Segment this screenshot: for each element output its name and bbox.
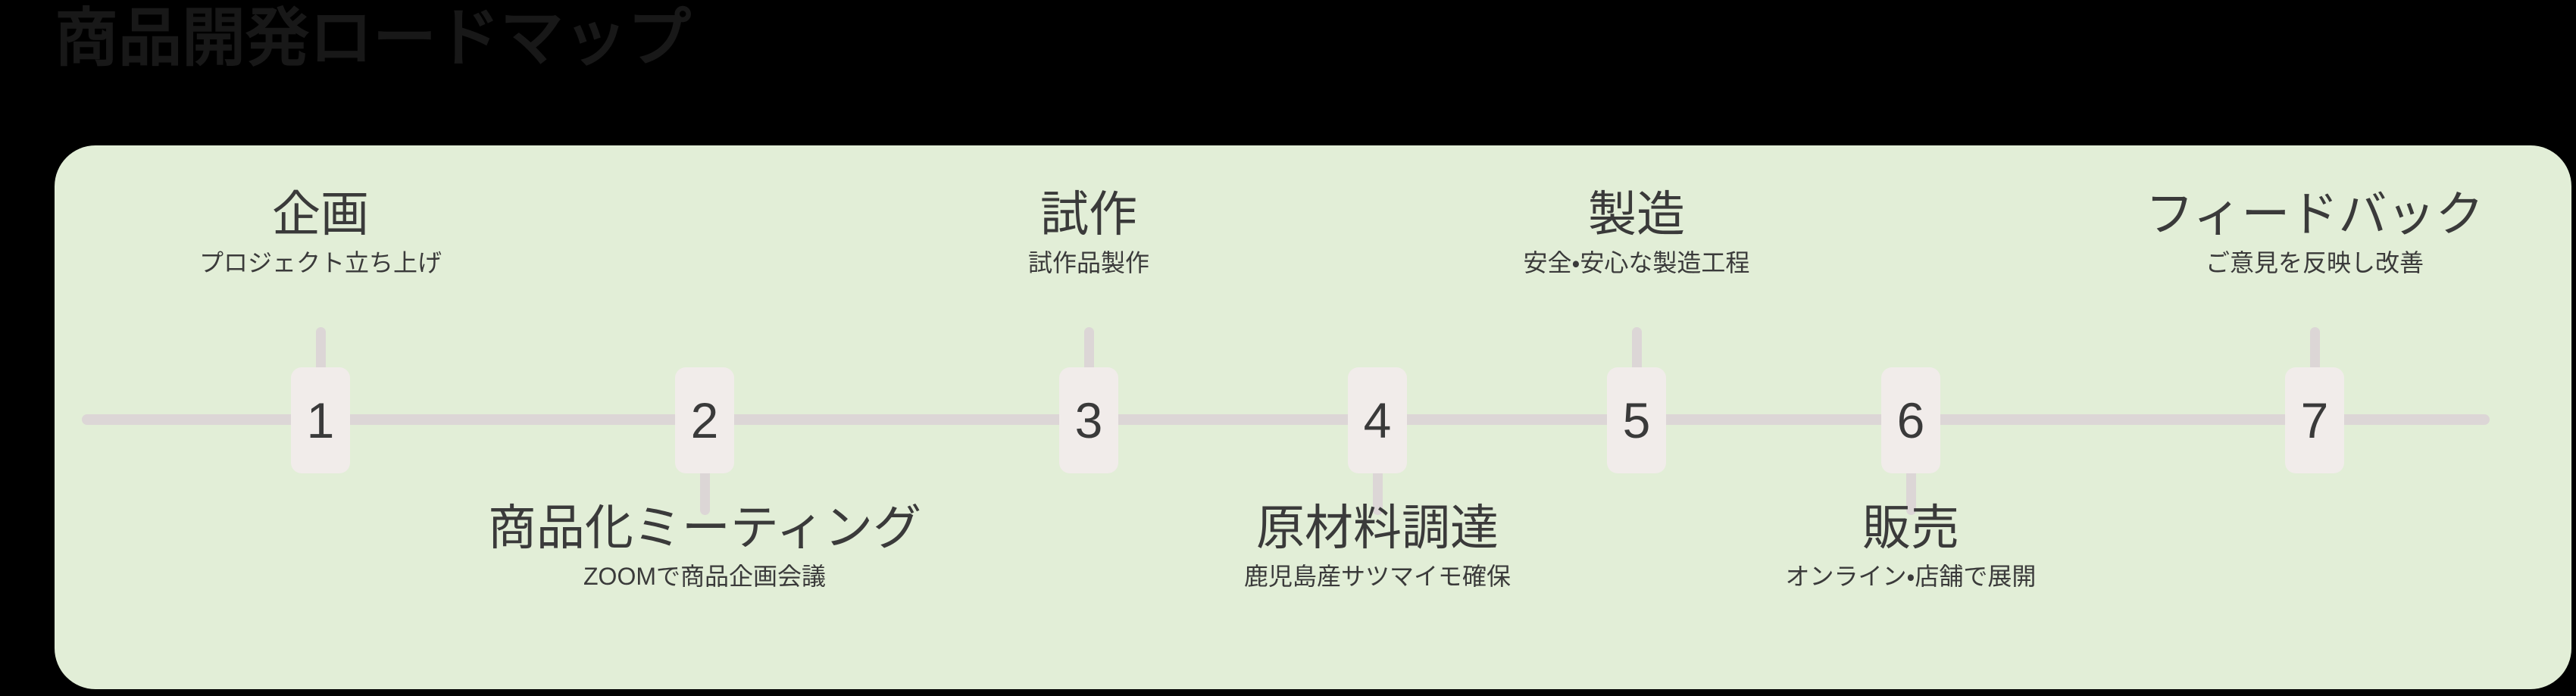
step-title-6: 販売 bbox=[1862, 501, 1959, 555]
step-marker-3[interactable]: 3 bbox=[1059, 367, 1118, 473]
step-title-2: 商品化ミーティング bbox=[487, 501, 922, 555]
step-marker-1[interactable]: 1 bbox=[291, 367, 350, 473]
step-text-7: フィードバックご意見を反映し改善 bbox=[1784, 187, 2576, 277]
step-connector-6 bbox=[1906, 460, 1916, 515]
step-text-5: 製造安全・安心な製造工程 bbox=[1106, 187, 2167, 277]
step-subtitle-6: オンライン・店舗で展開 bbox=[1785, 562, 2037, 590]
step-subtitle-2: ZOOMで商品企画会議 bbox=[583, 562, 826, 590]
step-number-label: 3 bbox=[1074, 392, 1103, 448]
step-title-1: 企画 bbox=[272, 187, 369, 242]
step-number-label: 2 bbox=[690, 392, 719, 448]
step-connector-2 bbox=[700, 460, 710, 515]
step-text-6: 販売オンライン・店舗で展開 bbox=[1380, 501, 2441, 591]
step-number-label: 7 bbox=[2300, 392, 2329, 448]
step-text-3: 試作試作品製作 bbox=[558, 187, 1619, 277]
step-subtitle-4: 鹿児島産サツマイモ確保 bbox=[1243, 562, 1511, 590]
step-marker-7[interactable]: 7 bbox=[2285, 367, 2344, 473]
step-marker-6[interactable]: 6 bbox=[1881, 367, 1940, 473]
step-title-3: 試作 bbox=[1040, 187, 1137, 242]
step-subtitle-7: ご意見を反映し改善 bbox=[2205, 248, 2424, 276]
step-subtitle-3: 試作品製作 bbox=[1027, 248, 1149, 276]
step-number-label: 5 bbox=[1622, 392, 1651, 448]
step-connector-4 bbox=[1373, 460, 1383, 515]
step-subtitle-5: 安全・安心な製造工程 bbox=[1523, 248, 1750, 276]
timeline-rail bbox=[82, 414, 2490, 425]
step-text-1: 企画プロジェクト立ち上げ bbox=[0, 187, 851, 277]
step-marker-2[interactable]: 2 bbox=[675, 367, 734, 473]
step-subtitle-1: プロジェクト立ち上げ bbox=[199, 248, 442, 276]
step-marker-5[interactable]: 5 bbox=[1607, 367, 1666, 473]
step-text-2: 商品化ミーティング ZOOMで商品企画会議 bbox=[174, 501, 1235, 591]
step-title-7: フィードバック bbox=[2145, 187, 2484, 242]
page-title: 商品開発ロードマップ bbox=[55, 2, 692, 73]
step-text-4: 原材料調達鹿児島産サツマイモ確保 bbox=[847, 501, 1908, 591]
step-number-label: 1 bbox=[306, 392, 335, 448]
step-number-label: 4 bbox=[1363, 392, 1392, 448]
step-title-4: 原材料調達 bbox=[1256, 501, 1499, 555]
step-number-label: 6 bbox=[1896, 392, 1925, 448]
step-title-5: 製造 bbox=[1588, 187, 1685, 242]
step-marker-4[interactable]: 4 bbox=[1348, 367, 1407, 473]
